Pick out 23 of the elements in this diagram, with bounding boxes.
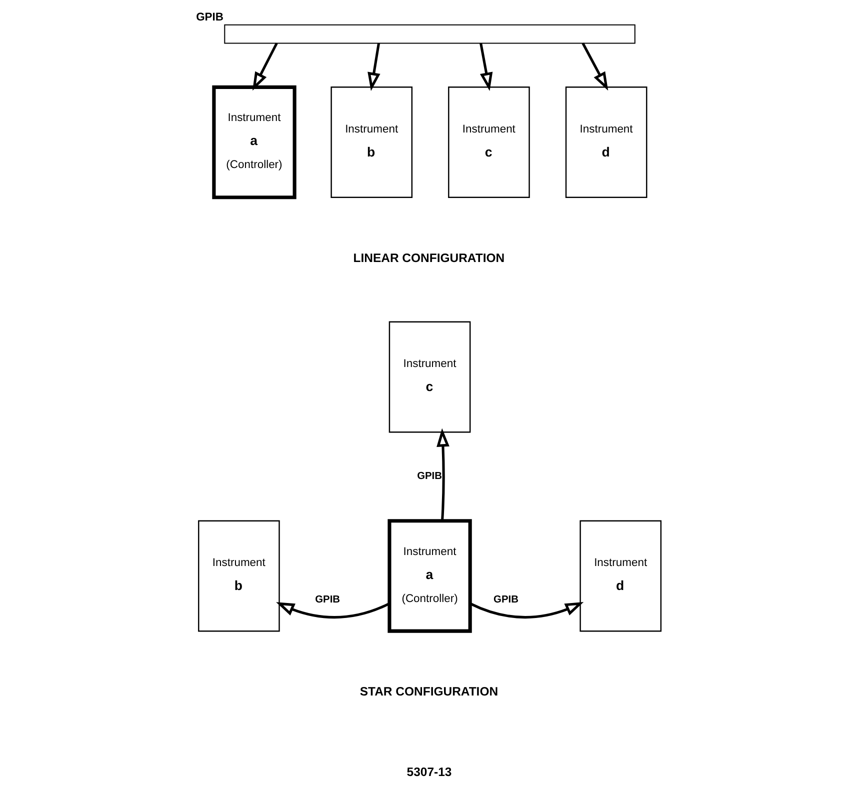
- edge-label: GPIB: [494, 594, 518, 606]
- arrow: [480, 43, 493, 91]
- label: STAR CONFIGURATION: [360, 684, 498, 698]
- node-box: Instrument c: [388, 321, 471, 433]
- node-box: Instrument b: [330, 86, 413, 198]
- arrow: [276, 602, 390, 619]
- node-box: Instrument a (Controller): [212, 85, 296, 200]
- node-box: Instrument b: [198, 520, 280, 632]
- node-box: Instrument c: [448, 86, 530, 198]
- arrow: [252, 42, 278, 91]
- node-label: GPIB: [196, 12, 224, 24]
- node-box: Instrument d: [580, 520, 662, 632]
- edge-label: GPIB: [417, 471, 442, 482]
- arrow: [470, 602, 584, 619]
- edge-label: GPIB: [315, 594, 340, 606]
- node-box: Instrument d: [565, 86, 648, 198]
- node-box: Instrument a (Controller): [388, 519, 472, 633]
- label: LINEAR CONFIGURATION: [353, 250, 505, 265]
- arrow: [368, 43, 380, 91]
- node-bar: [224, 24, 636, 44]
- label: 5307-13: [406, 765, 452, 780]
- arrow: [582, 42, 608, 91]
- arrow: [436, 428, 450, 521]
